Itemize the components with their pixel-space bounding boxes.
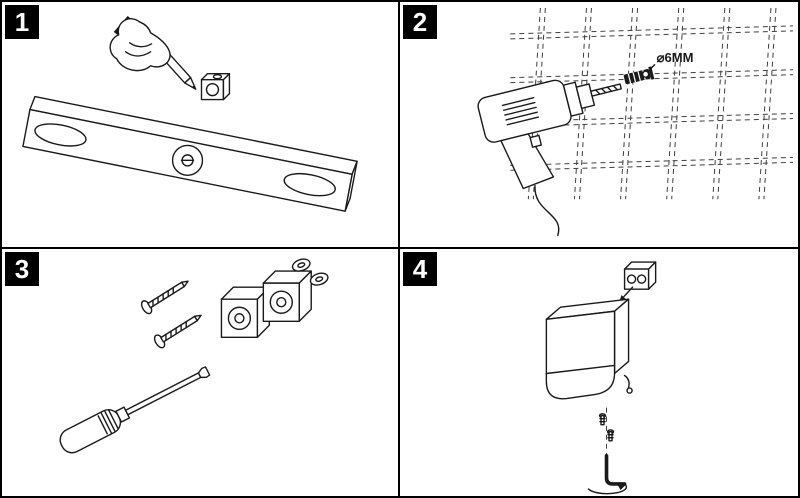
screw-icon [153,314,202,349]
mounting-bracket-icon [623,261,657,290]
spirit-level-icon [22,95,358,212]
drill-icon [477,79,622,237]
screwdriver-icon [59,366,211,454]
fixing-screws-icon [598,407,615,460]
step-number-badge: 3 [5,252,39,286]
step2-illustration: ⌀6MM [477,7,794,237]
step-number-badge: 2 [403,5,437,39]
step1-illustration [22,15,358,212]
drill-diameter-label: ⌀6MM [657,50,694,65]
allen-key-icon [604,454,627,486]
diameter-annotation: ⌀6MM [641,50,694,78]
step-panel-2: 2 [400,2,798,249]
washers-icon [291,258,329,286]
step-panel-4: 4 [400,249,798,496]
clamp-bracket-icon [200,73,231,101]
step-panel-1: 1 [2,2,400,249]
step-panel-3: 3 [2,249,400,496]
rotation-arrow-icon [587,482,628,495]
hand-icon [109,15,171,72]
step4-illustration [545,261,657,495]
step-number-badge: 4 [403,252,437,286]
step-number-badge: 1 [5,5,39,39]
step3-illustration [59,258,329,454]
clamp-blocks-icon [220,270,312,339]
screw-icon [140,280,189,315]
paper-holder-icon [545,298,633,400]
